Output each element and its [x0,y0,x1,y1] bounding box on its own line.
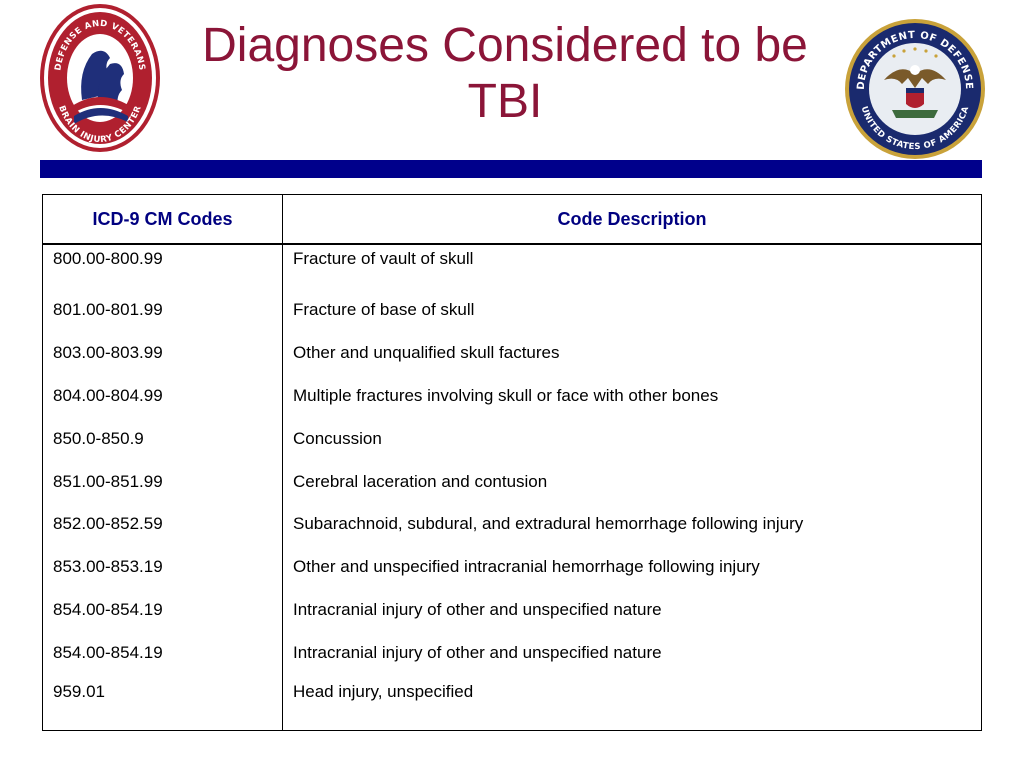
dvbic-logo: DEFENSE AND VETERANS BRAIN INJURY CENTER [38,2,162,154]
dod-seal-logo: DEPARTMENT OF DEFENSE UNITED STATES OF A… [844,18,986,160]
code-cell: 854.00-854.19 [42,631,283,675]
table-row: 959.01 Head injury, unspecified [42,674,982,732]
code-cell: 850.0-850.9 [42,417,283,461]
title-underline-bar [40,160,982,178]
description-cell: Other and unspecified intracranial hemor… [282,545,982,589]
code-cell: 851.00-851.99 [42,460,283,503]
table-row: 851.00-851.99 Cerebral laceration and co… [42,460,982,503]
code-cell: 804.00-804.99 [42,374,283,418]
table-row: 854.00-854.19 Intracranial injury of oth… [42,631,982,675]
description-cell: Intracranial injury of other and unspeci… [282,588,982,632]
table-row: 850.0-850.9 Concussion [42,417,982,461]
description-cell: Subarachnoid, subdural, and extradural h… [282,502,982,546]
header-code-description: Code Description [282,194,982,245]
table-row: 801.00-801.99 Fracture of base of skull [42,289,982,332]
description-cell: Intracranial injury of other and unspeci… [282,631,982,675]
table-header-row: ICD-9 CM Codes Code Description [42,194,982,245]
description-cell: Head injury, unspecified [282,674,982,732]
header-icd9-codes: ICD-9 CM Codes [42,194,283,245]
table-row: 854.00-854.19 Intracranial injury of oth… [42,588,982,632]
table-row: 852.00-852.59 Subarachnoid, subdural, an… [42,502,982,546]
table-row: 803.00-803.99 Other and unqualified skul… [42,331,982,375]
code-cell: 854.00-854.19 [42,588,283,632]
table-row: 853.00-853.19 Other and unspecified intr… [42,545,982,589]
code-cell: 801.00-801.99 [42,289,283,332]
table-row: 800.00-800.99 Fracture of vault of skull [42,244,982,289]
code-cell: 852.00-852.59 [42,502,283,546]
description-cell: Concussion [282,417,982,461]
description-cell: Other and unqualified skull factures [282,331,982,375]
icd9-codes-table: ICD-9 CM Codes Code Description 800.00-8… [42,194,982,732]
description-cell: Cerebral laceration and contusion [282,460,982,503]
code-cell: 959.01 [42,674,283,732]
description-cell: Fracture of vault of skull [282,244,982,289]
code-cell: 853.00-853.19 [42,545,283,589]
code-cell: 800.00-800.99 [42,244,283,289]
description-cell: Fracture of base of skull [282,289,982,332]
page-title: Diagnoses Considered to be TBI [202,19,808,128]
description-cell: Multiple fractures involving skull or fa… [282,374,982,418]
table-row: 804.00-804.99 Multiple fractures involvi… [42,374,982,418]
code-cell: 803.00-803.99 [42,331,283,375]
